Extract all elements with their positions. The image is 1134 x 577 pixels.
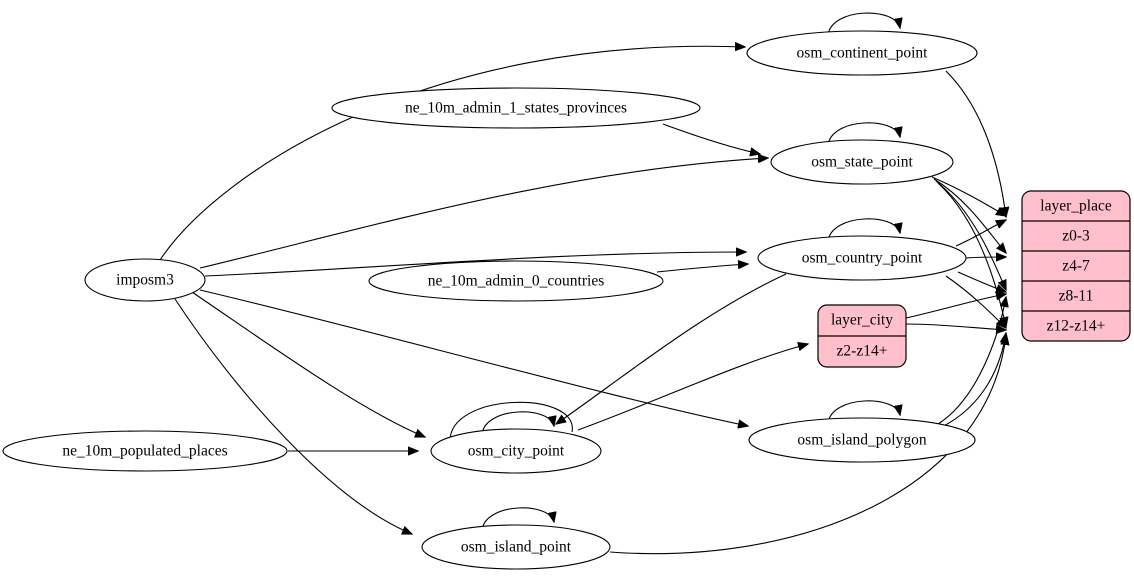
record-row-layer-place-z8-11[interactable]: z8-11 bbox=[1059, 288, 1094, 305]
edge-layer-city-to-layer-place-z12 bbox=[905, 323, 1006, 330]
node-osm-island-polygon[interactable]: osm_island_polygon bbox=[748, 417, 976, 463]
node-layer: imposm3 ne_10m_admin_1_states_provinces … bbox=[2, 30, 978, 570]
edge-osm-country-point-to-layer-place-z8 bbox=[957, 271, 1006, 292]
record-row-layer-place-z12-z14plus[interactable]: z12-z14+ bbox=[1047, 318, 1106, 335]
node-label-osm-city-point: osm_city_point bbox=[468, 443, 565, 460]
record-node-layer: layer_place z0-3 z4-7 z8-11 z12-z14+ lay… bbox=[817, 190, 1131, 368]
record-node-layer-place[interactable]: layer_place z0-3 z4-7 z8-11 z12-z14+ bbox=[1021, 190, 1131, 342]
edge-imposm3-to-osm-country-point bbox=[204, 252, 746, 277]
record-row-layer-city-z2-z14plus[interactable]: z2-z14+ bbox=[837, 343, 888, 360]
edge-osm-island-point-to-layer-place-z12 bbox=[609, 335, 1006, 555]
edge-layer-city-to-layer-place-z8 bbox=[905, 294, 1006, 319]
selfloop-osm-island-polygon bbox=[827, 400, 900, 424]
node-ne-10m-populated-places[interactable]: ne_10m_populated_places bbox=[2, 430, 288, 472]
edge-imposm3-to-osm-city-point bbox=[191, 291, 425, 437]
edge-osm-city-point-outer-hook bbox=[449, 401, 573, 443]
node-osm-city-point[interactable]: osm_city_point bbox=[430, 428, 602, 474]
node-osm-continent-point[interactable]: osm_continent_point bbox=[746, 30, 978, 76]
node-ne-10m-admin-1-states-provinces[interactable]: ne_10m_admin_1_states_provinces bbox=[331, 87, 701, 129]
node-label-osm-island-polygon: osm_island_polygon bbox=[797, 432, 926, 449]
node-imposm3[interactable]: imposm3 bbox=[84, 258, 206, 302]
selfloop-osm-continent-point bbox=[827, 12, 900, 36]
node-label-ne-countries: ne_10m_admin_0_countries bbox=[428, 273, 605, 290]
record-row-layer-place-z0-3[interactable]: z0-3 bbox=[1062, 228, 1090, 245]
selfloop-osm-island-point bbox=[481, 507, 554, 531]
edge-osm-city-point-to-layer-city-z2 bbox=[577, 344, 808, 431]
edge-imposm3-to-osm-island-point bbox=[174, 298, 412, 534]
node-label-osm-country-point: osm_country_point bbox=[802, 250, 923, 267]
node-osm-country-point[interactable]: osm_country_point bbox=[757, 235, 967, 281]
edge-imposm3-to-osm-island-polygon bbox=[199, 289, 748, 426]
edge-imposm3-to-osm-state-point bbox=[199, 158, 768, 269]
node-osm-island-point[interactable]: osm_island_point bbox=[421, 524, 611, 570]
selfloop-osm-country-point bbox=[827, 218, 900, 242]
edge-osm-island-polygon-to-layer-place-z8 bbox=[937, 297, 1006, 425]
edge-ne-states-to-osm-state-point bbox=[662, 123, 760, 154]
edge-osm-country-point-to-layer-place-z4 bbox=[965, 257, 1006, 258]
edge-osm-state-point-to-layer-place-z8 bbox=[935, 180, 1006, 290]
selfloop-osm-state-point bbox=[827, 122, 900, 146]
edge-osm-country-point-to-layer-place-z0 bbox=[955, 220, 1006, 247]
node-label-ne-populated: ne_10m_populated_places bbox=[62, 443, 227, 460]
edge-layer bbox=[159, 12, 1006, 555]
node-label-osm-continent-point: osm_continent_point bbox=[797, 45, 929, 62]
record-row-layer-place-z4-7[interactable]: z4-7 bbox=[1062, 258, 1090, 275]
node-ne-10m-admin-0-countries[interactable]: ne_10m_admin_0_countries bbox=[368, 260, 664, 302]
record-row-layer-place-header: layer_place bbox=[1040, 198, 1112, 215]
edge-osm-continent-point-to-layer-place-z0 bbox=[945, 70, 1006, 217]
edge-osm-state-point-to-layer-place-z4 bbox=[933, 178, 1006, 253]
record-row-layer-city-header: layer_city bbox=[831, 312, 893, 329]
edge-imposm3-to-osm-continent-point bbox=[159, 46, 745, 261]
edge-osm-country-point-to-osm-city-point bbox=[556, 273, 787, 424]
edge-osm-country-point-to-layer-place-z12 bbox=[945, 275, 1006, 328]
node-label-osm-state-point: osm_state_point bbox=[811, 154, 913, 171]
node-osm-state-point[interactable]: osm_state_point bbox=[770, 139, 954, 185]
record-node-layer-city[interactable]: layer_city z2-z14+ bbox=[817, 304, 907, 368]
node-label-imposm3: imposm3 bbox=[116, 272, 174, 289]
node-label-osm-island-point: osm_island_point bbox=[461, 539, 572, 556]
selfloop-osm-city-point bbox=[481, 411, 554, 435]
edge-ne-countries-to-osm-country-point bbox=[656, 264, 748, 273]
node-label-ne-states: ne_10m_admin_1_states_provinces bbox=[405, 100, 627, 117]
edge-osm-state-point-to-layer-place-z0 bbox=[931, 176, 1006, 216]
